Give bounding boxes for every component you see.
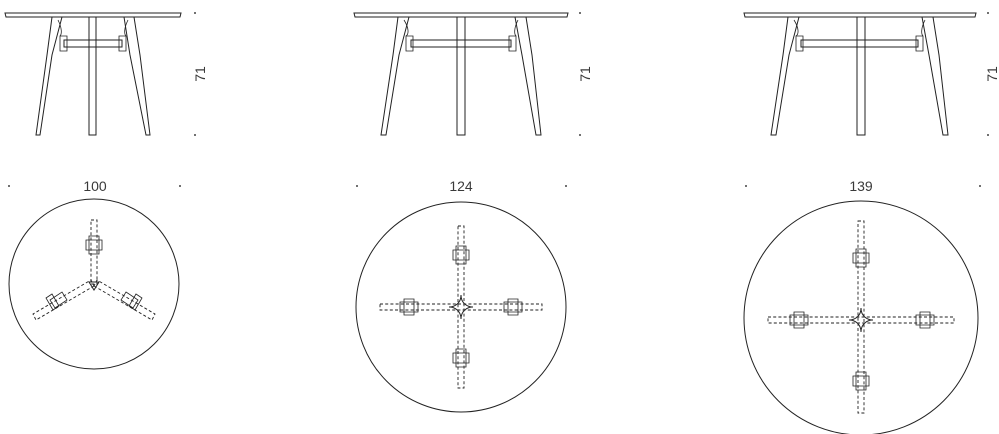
table-139-height-label: 71 — [984, 66, 999, 82]
table-139-diameter-dimension: 139 — [745, 178, 981, 194]
table-124-plan-view — [355, 201, 567, 413]
table-100-elevation — [4, 12, 182, 136]
table-139-height-dimension: 71 — [984, 12, 999, 136]
table-100-drawing: 71 100 — [4, 12, 208, 370]
table-100-height-label: 71 — [192, 66, 208, 82]
table-139-elevation — [743, 12, 977, 136]
table-124-diameter-dimension: 124 — [356, 178, 567, 194]
table-124-height-dimension: 71 — [577, 12, 593, 136]
table-124-drawing: 71 124 — [353, 12, 593, 413]
table-100-height-dimension: 71 — [192, 12, 208, 136]
table-100-plan-view — [8, 198, 180, 370]
table-100-diameter-label: 100 — [83, 178, 107, 194]
table-139-drawing: 71 139 — [743, 12, 999, 434]
table-100-diameter-dimension: 100 — [8, 178, 181, 194]
table-124-diameter-label: 124 — [449, 178, 473, 194]
table-139-plan-view — [743, 200, 979, 434]
table-139-diameter-label: 139 — [849, 178, 873, 194]
table-124-height-label: 71 — [577, 66, 593, 82]
table-124-elevation — [353, 12, 569, 136]
